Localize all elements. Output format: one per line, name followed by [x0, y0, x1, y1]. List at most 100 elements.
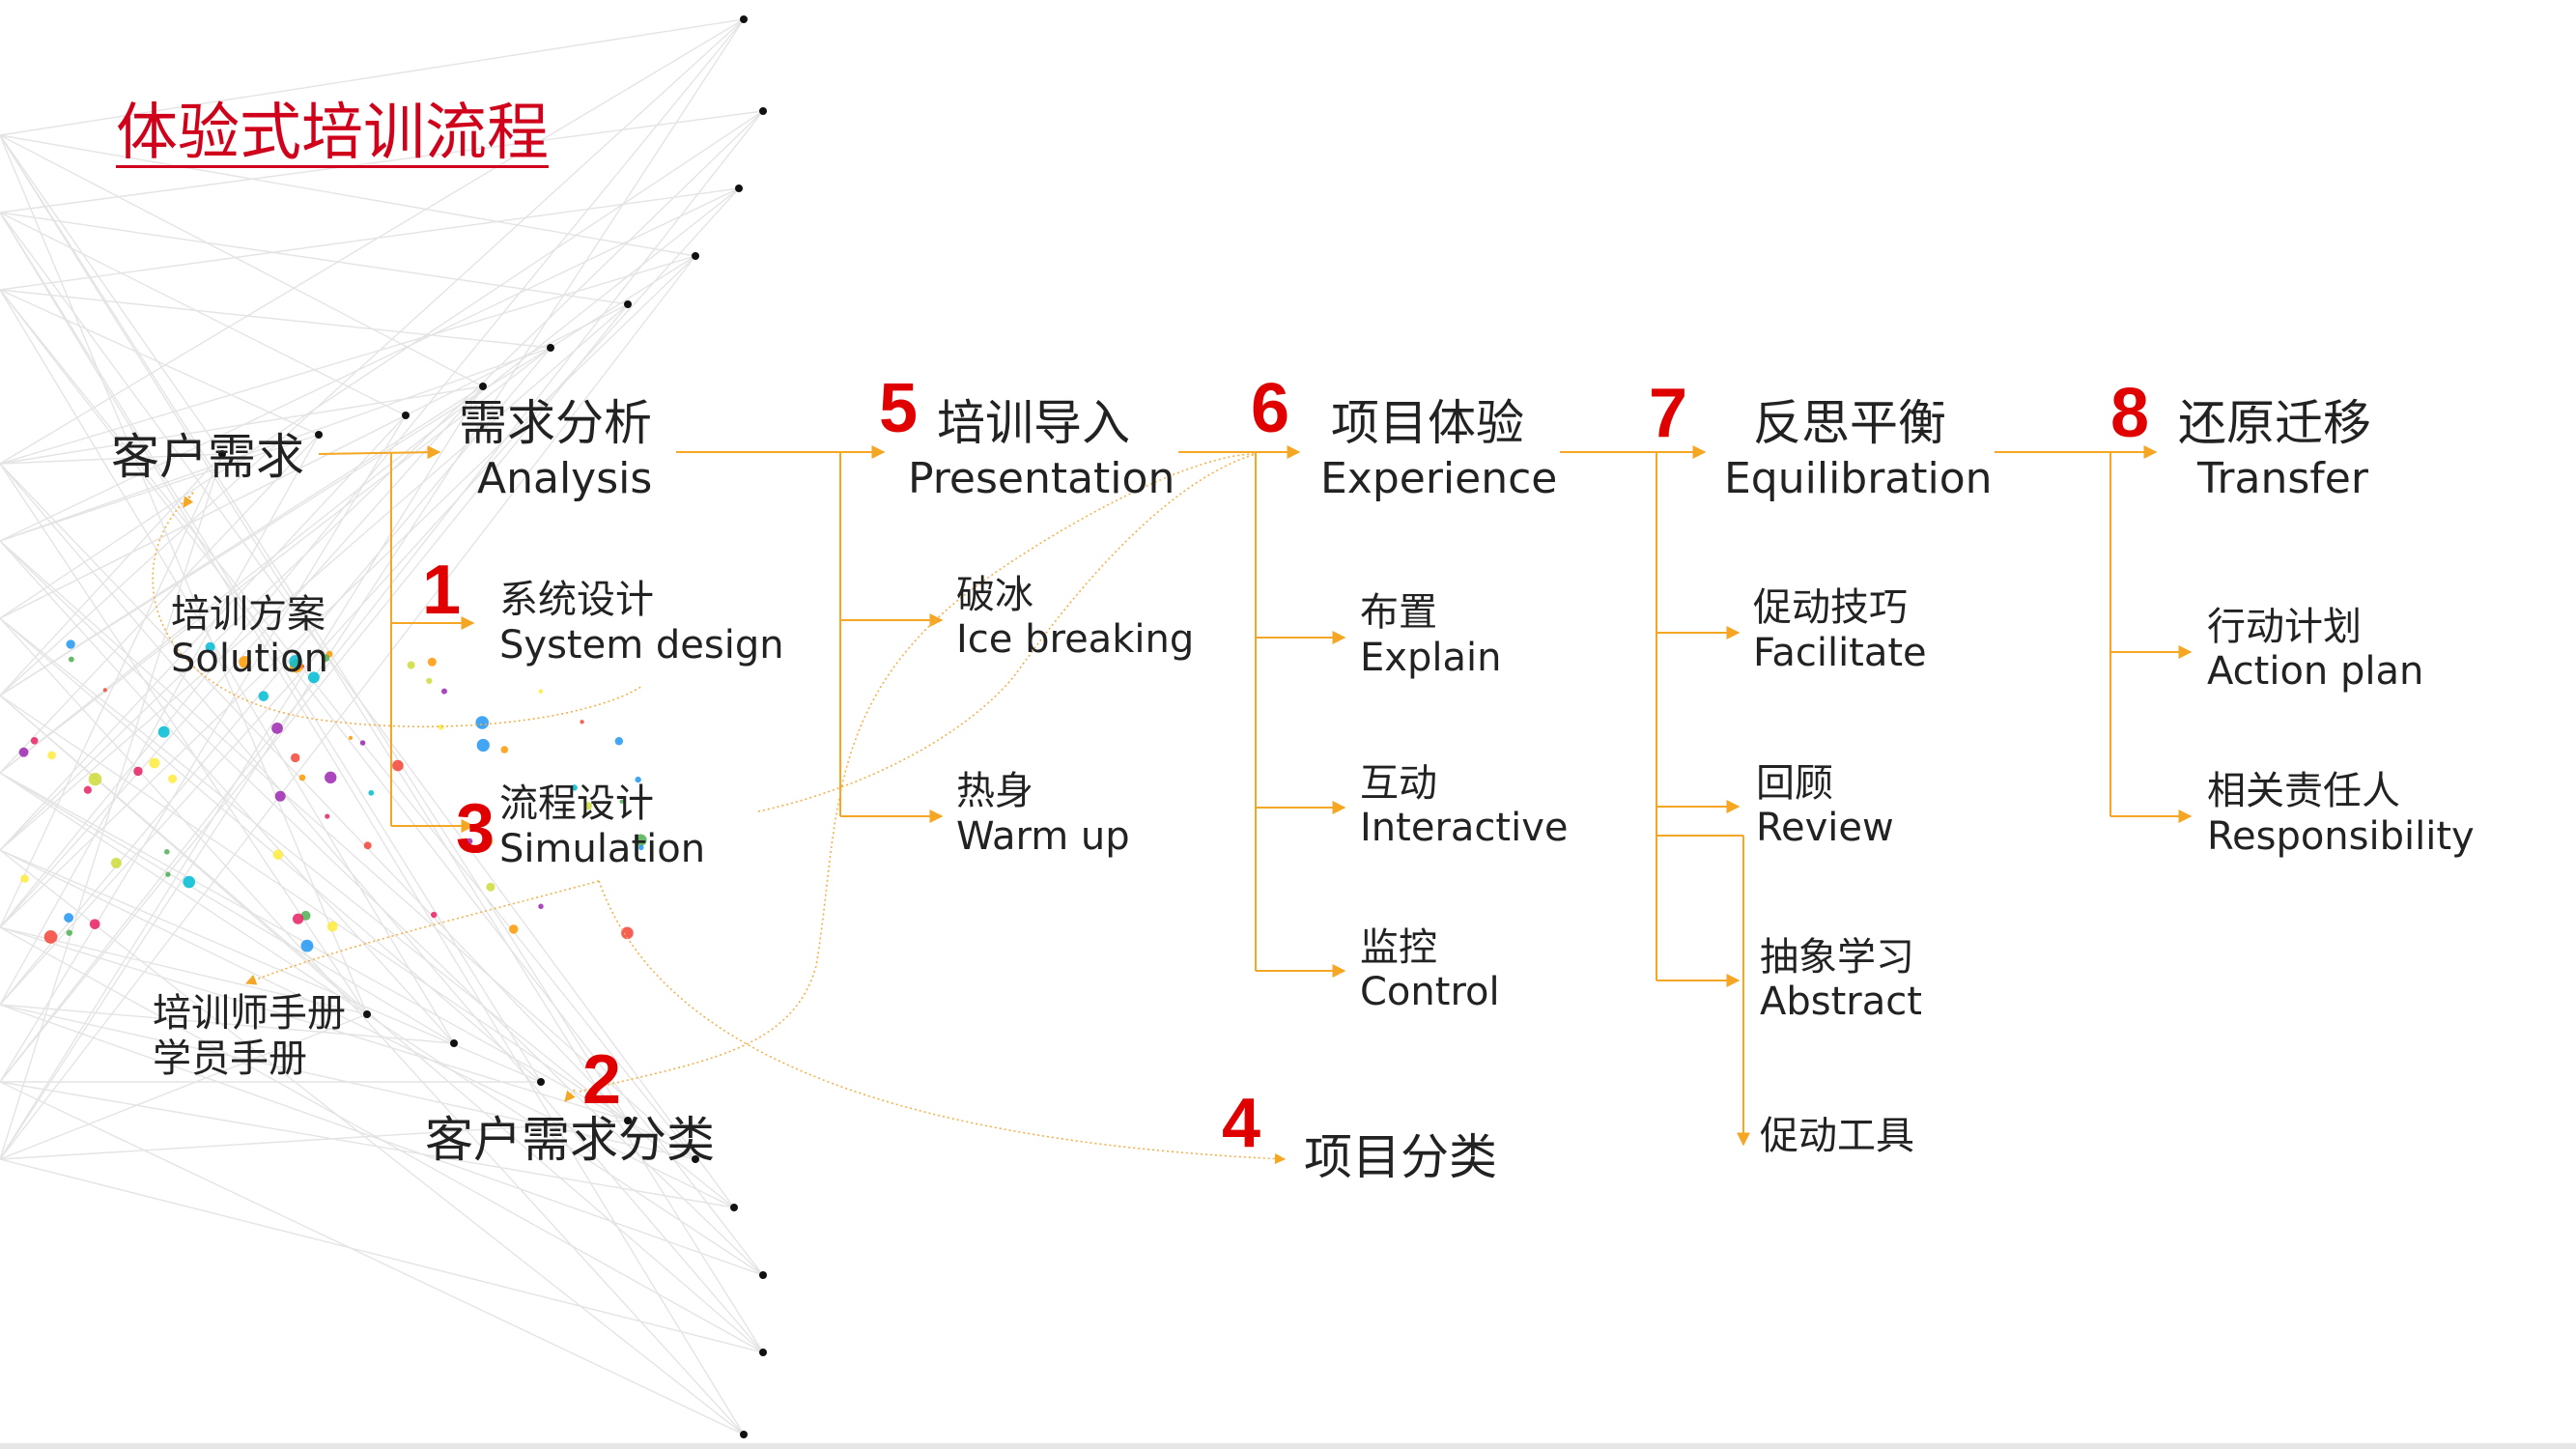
- confetti-dot: [183, 875, 196, 889]
- confetti-dot: [133, 766, 143, 777]
- background-network-line: [0, 926, 629, 1122]
- background-network-line: [0, 134, 764, 1353]
- confetti-dot: [426, 677, 433, 685]
- process-design-cn: 流程设计: [499, 781, 654, 826]
- background-network-line: [0, 255, 696, 696]
- student-manual-label: 学员手册: [153, 1037, 307, 1081]
- background-network-line: [0, 1004, 455, 1044]
- confetti-dot: [64, 913, 74, 923]
- confetti-dot: [66, 929, 72, 936]
- confetti-dot: [258, 691, 269, 701]
- background-node-dot: [479, 383, 487, 390]
- ice-breaking-cn: 破冰: [956, 573, 1033, 617]
- confetti-dot: [427, 657, 437, 667]
- confetti-dot: [500, 746, 509, 753]
- confetti-dot: [47, 751, 56, 760]
- confetti-dot: [325, 813, 330, 819]
- background-node-dot: [547, 344, 554, 352]
- background-network-line: [0, 212, 629, 305]
- analysis-cn-heading: 需求分析: [459, 395, 652, 451]
- background-network-line: [0, 1081, 735, 1208]
- facilitate-en: Facilitate: [1753, 631, 1927, 675]
- background-network-line: [0, 212, 735, 1208]
- background-network-line: [0, 187, 740, 291]
- facilitation-tools-cn: 促动工具: [1760, 1114, 1914, 1158]
- review-cn: 回顾: [1756, 761, 1833, 806]
- background-node-dot: [740, 1431, 748, 1438]
- background-network-line: [0, 772, 696, 1160]
- confetti-dot: [110, 857, 122, 868]
- background-node-dot: [730, 1204, 738, 1211]
- confetti-dot: [359, 740, 366, 746]
- project-classify-label: 项目分类: [1304, 1129, 1497, 1185]
- warm-up-en: Warm up: [956, 814, 1130, 859]
- confetti-dot: [68, 656, 74, 663]
- confetti-dot: [621, 926, 634, 940]
- background-network-line: [0, 695, 629, 1122]
- interactive-cn: 互动: [1360, 761, 1437, 806]
- step-number-4: 4: [1222, 1085, 1261, 1162]
- confetti-dot: [271, 722, 283, 734]
- confetti-dot: [440, 688, 447, 695]
- background-network-line: [0, 187, 740, 1006]
- background-network-line: [0, 18, 745, 1160]
- control-en: Control: [1360, 970, 1500, 1014]
- step-number-3: 3: [456, 790, 495, 867]
- background-network-line: [0, 385, 484, 928]
- simulation-en: Simulation: [499, 827, 706, 871]
- action-plan-en: Action plan: [2207, 649, 2424, 694]
- confetti-dot: [298, 774, 306, 781]
- equilibration-en-heading: Equilibration: [1724, 454, 1993, 503]
- background-network-line: [0, 134, 484, 387]
- confetti-dot: [157, 725, 170, 738]
- confetti-dot: [538, 903, 544, 909]
- confetti-dot: [149, 757, 160, 769]
- background-node-dot: [218, 450, 226, 458]
- background-network-line: [0, 18, 745, 465]
- confetti-dot: [102, 688, 107, 693]
- background-network-line: [0, 18, 745, 696]
- confetti-dot: [580, 720, 584, 724]
- background-network-line: [0, 303, 629, 851]
- background-network-line: [0, 134, 696, 257]
- background-network-line: [0, 385, 484, 465]
- background-network-line: [0, 347, 552, 542]
- background-node-dot: [624, 300, 632, 308]
- experience-en-heading: Experience: [1320, 454, 1558, 503]
- background-network-line: [0, 212, 542, 1083]
- customer-classify-label: 客户需求分类: [425, 1112, 715, 1168]
- background-network-line: [0, 255, 696, 465]
- background-network-line: [0, 453, 223, 928]
- background-network-line: [0, 849, 735, 1208]
- confetti-dot: [291, 753, 300, 763]
- confetti-dot: [326, 921, 338, 932]
- confetti-dot: [368, 789, 375, 796]
- presentation-en-heading: Presentation: [908, 454, 1175, 503]
- background-node-dot: [363, 1010, 371, 1018]
- confetti-dot: [392, 759, 404, 772]
- background-network-line: [0, 414, 407, 851]
- background-network-line: [0, 110, 764, 1083]
- background-network-line: [0, 1120, 629, 1160]
- step-number-1: 1: [422, 552, 462, 629]
- background-network-line: [0, 187, 740, 774]
- abstract-en: Abstract: [1760, 980, 1922, 1024]
- background-network-line: [0, 187, 740, 542]
- background-network-line: [0, 926, 764, 1353]
- background-network-line: [0, 212, 745, 1435]
- background-node-dot: [315, 431, 323, 439]
- solution-cn-label: 培训方案: [171, 592, 326, 637]
- confetti-dot: [30, 737, 39, 745]
- confetti-dot: [168, 774, 178, 783]
- confetti-dot: [476, 738, 490, 753]
- background-node-dot: [537, 1078, 545, 1086]
- background-network-line: [0, 289, 764, 1276]
- confetti-dot: [272, 849, 284, 860]
- background-node-dot: [740, 15, 748, 23]
- background-network-line: [0, 1158, 764, 1353]
- background-network-line: [0, 255, 696, 1160]
- background-node-dot: [759, 1349, 767, 1356]
- presentation-cn-heading: 培训导入: [937, 395, 1130, 451]
- background-network-line: [0, 289, 320, 436]
- background-network-line: [0, 772, 455, 1044]
